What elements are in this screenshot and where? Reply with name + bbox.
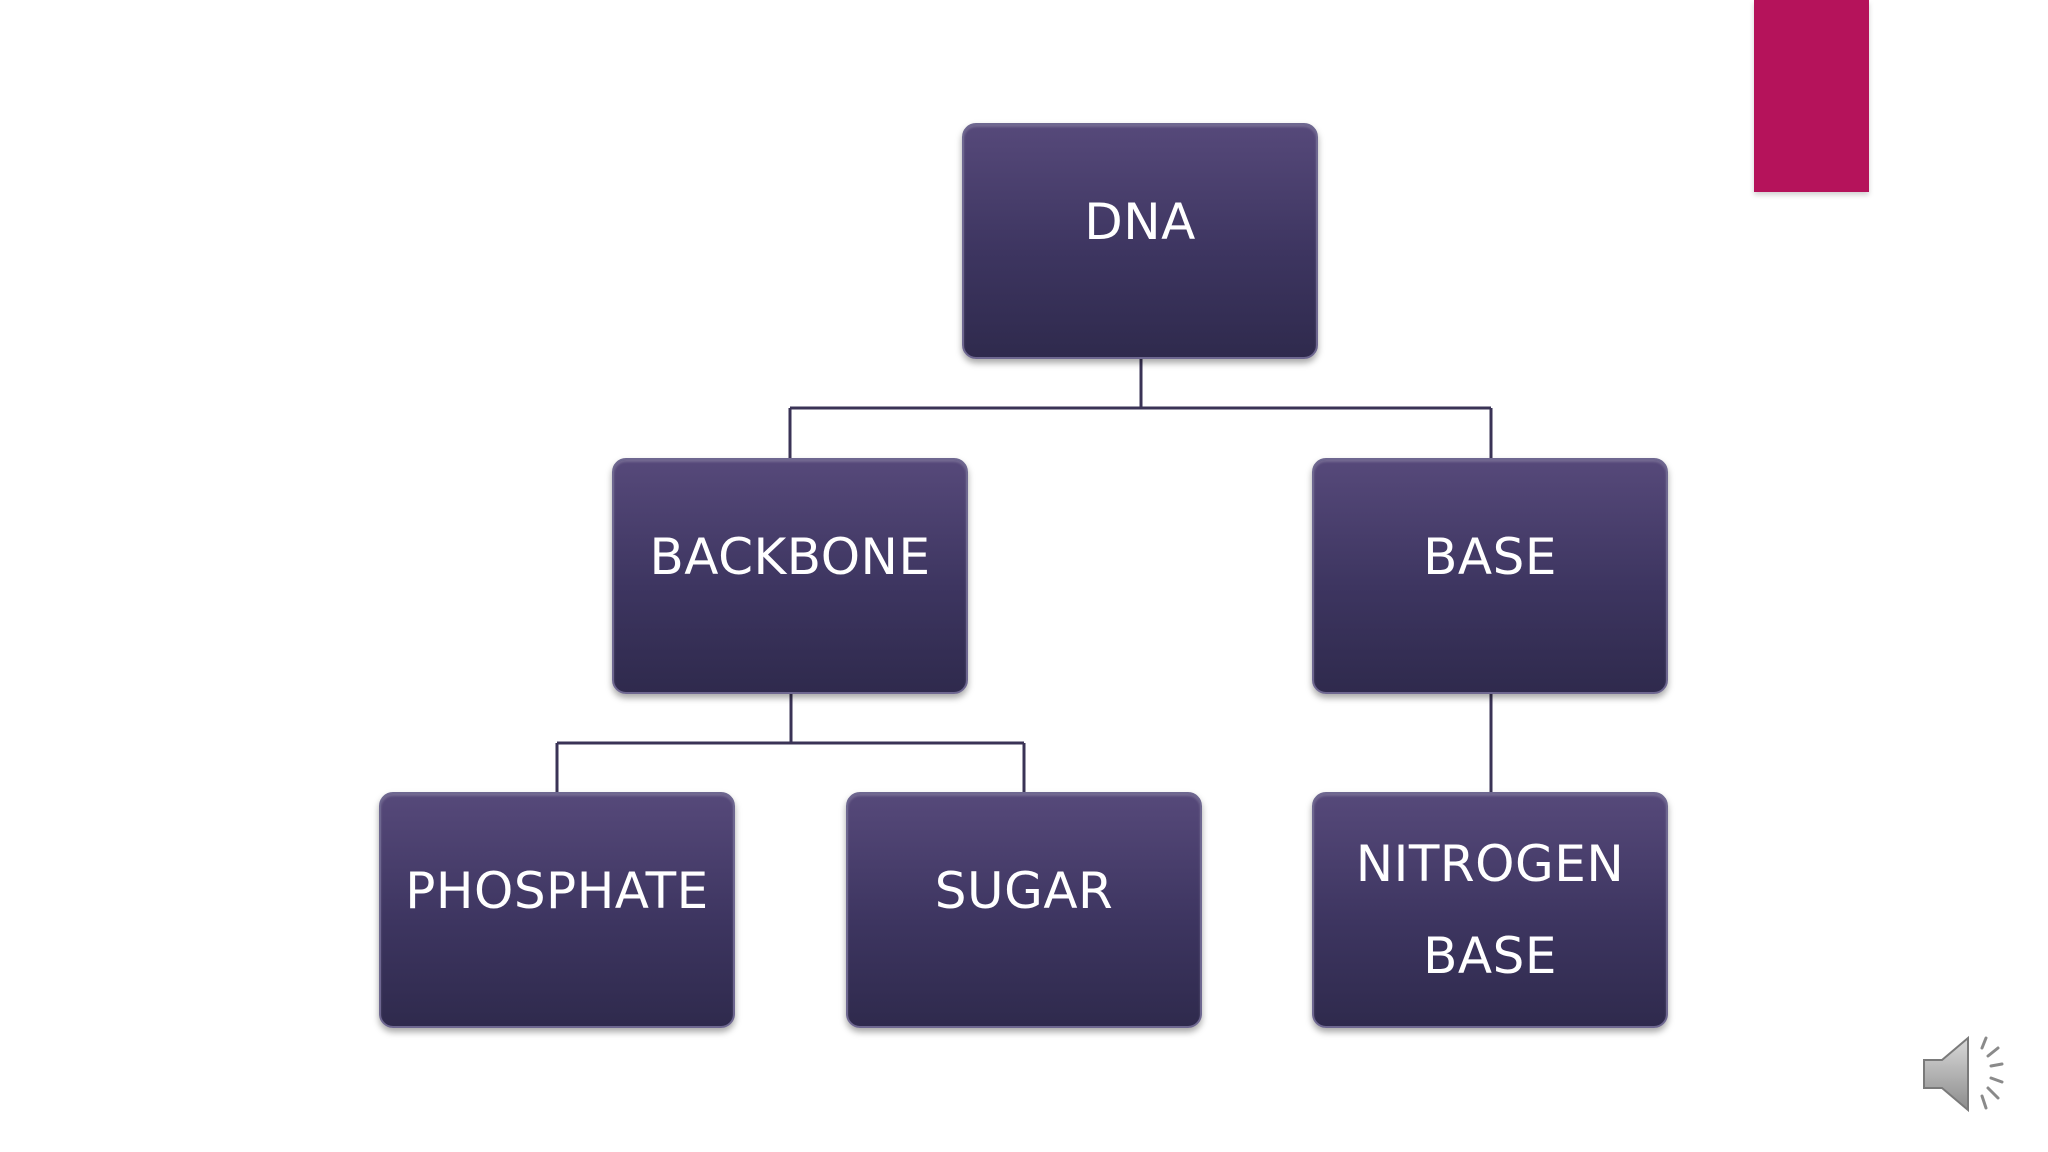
node-backbone-label: BACKBONE [649,528,931,586]
accent-bar [1754,0,1869,192]
node-sugar-label: SUGAR [934,862,1114,920]
node-nitrogen-base-label: NITROGEN BASE [1355,835,1625,985]
node-nitrogen-base: NITROGEN BASE [1312,792,1668,1028]
node-backbone: BACKBONE [612,458,968,694]
node-dna-label: DNA [1084,193,1196,251]
speaker-icon[interactable] [1918,1026,2022,1122]
node-dna: DNA [962,123,1318,359]
node-phosphate-label: PHOSPHATE [405,862,709,920]
node-phosphate: PHOSPHATE [379,792,735,1028]
node-base-label: BASE [1423,528,1557,586]
node-base: BASE [1312,458,1668,694]
node-sugar: SUGAR [846,792,1202,1028]
